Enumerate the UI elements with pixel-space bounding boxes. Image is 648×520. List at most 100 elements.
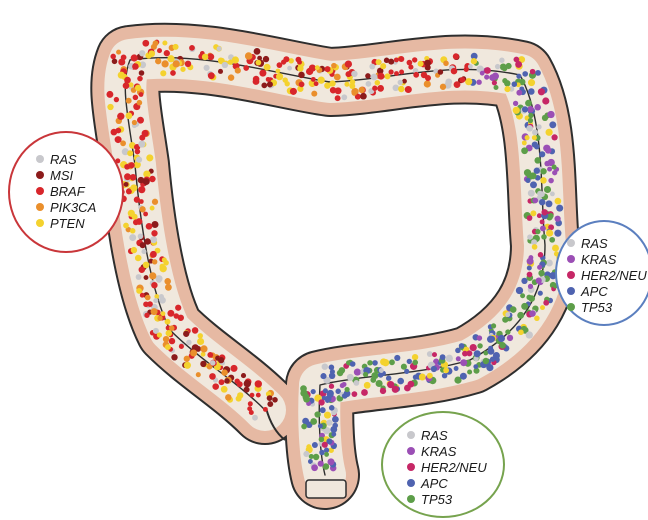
mutation-dot bbox=[468, 64, 473, 69]
mutation-dot bbox=[371, 74, 378, 81]
mutation-dot bbox=[369, 64, 375, 70]
mutation-dot bbox=[363, 372, 368, 377]
mutation-dot bbox=[207, 352, 213, 358]
mutation-dot bbox=[197, 338, 204, 345]
mutation-dot bbox=[556, 205, 563, 212]
mutation-dot bbox=[283, 56, 289, 62]
mutation-dot bbox=[124, 182, 129, 187]
mutation-dot bbox=[525, 178, 530, 183]
legend-left-item-pik3ca: PIK3CA bbox=[36, 199, 96, 215]
mutation-dot bbox=[535, 70, 541, 76]
mutation-dot bbox=[552, 165, 557, 170]
mutation-dot bbox=[186, 340, 192, 346]
mutation-dot bbox=[248, 401, 253, 406]
mutation-dot bbox=[179, 344, 184, 349]
legend-label: RAS bbox=[581, 236, 608, 251]
her2-marker-icon bbox=[407, 463, 415, 471]
mutation-dot bbox=[484, 75, 489, 80]
legend-right-item-apc: APC bbox=[567, 283, 647, 299]
mutation-dot bbox=[342, 393, 348, 399]
mutation-dot bbox=[528, 79, 535, 86]
mutation-dot bbox=[522, 140, 527, 145]
mutation-dot bbox=[530, 69, 536, 75]
mutation-dot bbox=[394, 57, 399, 62]
mutation-dot bbox=[144, 275, 149, 280]
mutation-dot bbox=[550, 191, 555, 196]
mutation-dot bbox=[167, 55, 174, 62]
mutation-dot bbox=[365, 73, 370, 78]
mutation-dot bbox=[169, 338, 175, 344]
mutation-dot bbox=[513, 107, 520, 114]
mutation-dot bbox=[539, 199, 545, 205]
mutation-dot bbox=[460, 359, 467, 366]
mutation-dot bbox=[476, 79, 481, 84]
mutation-dot bbox=[267, 401, 273, 407]
apc-marker-icon bbox=[407, 479, 415, 487]
mutation-dot bbox=[130, 184, 137, 191]
mutation-dot bbox=[150, 251, 157, 258]
mutation-dot bbox=[126, 98, 132, 104]
mutation-dot bbox=[377, 85, 384, 92]
mutation-dot bbox=[522, 106, 528, 112]
mutation-dot bbox=[512, 81, 518, 87]
mutation-dot bbox=[296, 57, 302, 63]
mutation-dot bbox=[209, 373, 216, 380]
mutation-dot bbox=[505, 329, 510, 334]
mutation-dot bbox=[208, 72, 215, 79]
tp53-marker-icon bbox=[567, 303, 575, 311]
mutation-dot bbox=[287, 66, 292, 71]
mutation-dot bbox=[139, 70, 145, 76]
mutation-dot bbox=[135, 149, 141, 155]
mutation-dot bbox=[393, 85, 400, 92]
mutation-dot bbox=[131, 247, 137, 253]
mutation-dot bbox=[221, 369, 227, 375]
mutation-dot bbox=[546, 259, 553, 266]
mutation-dot bbox=[516, 90, 522, 96]
mutation-dot bbox=[505, 312, 510, 317]
mutation-dot bbox=[311, 464, 318, 471]
mutation-dot bbox=[143, 301, 149, 307]
mutation-dot bbox=[477, 343, 482, 348]
mutation-dot bbox=[525, 135, 530, 140]
mutation-dot bbox=[498, 335, 505, 342]
msi-marker-icon bbox=[36, 171, 44, 179]
mutation-dot bbox=[184, 362, 191, 369]
mutation-dot bbox=[451, 68, 458, 75]
mutation-dot bbox=[324, 452, 329, 457]
legend-label: RAS bbox=[50, 152, 77, 167]
mutation-dot bbox=[490, 357, 495, 362]
mutation-dot bbox=[412, 354, 418, 360]
mutation-dot bbox=[144, 313, 149, 318]
kras-marker-icon bbox=[407, 447, 415, 455]
legend-left-item-braf: BRAF bbox=[36, 183, 96, 199]
mutation-dot bbox=[540, 177, 547, 184]
mutation-dot bbox=[314, 411, 320, 417]
mutation-dot bbox=[332, 423, 338, 429]
mutation-dot bbox=[137, 100, 143, 106]
mutation-dot bbox=[384, 58, 389, 63]
mutation-dot bbox=[173, 60, 180, 67]
mutation-dot bbox=[201, 352, 206, 357]
mutation-dot bbox=[132, 120, 137, 125]
mutation-dot bbox=[252, 415, 258, 421]
mutation-dot bbox=[190, 349, 197, 356]
legend-bottom-item-apc: APC bbox=[407, 475, 487, 491]
mutation-dot bbox=[123, 223, 129, 229]
mutation-dot bbox=[267, 395, 273, 401]
mutation-dot bbox=[418, 61, 424, 67]
mutation-dot bbox=[378, 73, 385, 80]
mutation-dot bbox=[153, 40, 159, 46]
mutation-dot bbox=[259, 70, 266, 77]
mutation-dot bbox=[142, 40, 149, 47]
mutation-dot bbox=[169, 325, 175, 331]
legend-label: KRAS bbox=[581, 252, 616, 267]
mutation-dot bbox=[477, 335, 483, 341]
mutation-dot bbox=[473, 364, 478, 369]
mutation-dot bbox=[235, 68, 241, 74]
mutation-dot bbox=[349, 83, 355, 89]
mutation-dot bbox=[124, 173, 131, 180]
mutation-dot bbox=[419, 374, 426, 381]
mutation-dot bbox=[526, 295, 531, 300]
mutation-dot bbox=[160, 264, 165, 269]
legend-bottom-list: RAS KRAS HER2/NEU APC TP53 bbox=[407, 427, 487, 507]
